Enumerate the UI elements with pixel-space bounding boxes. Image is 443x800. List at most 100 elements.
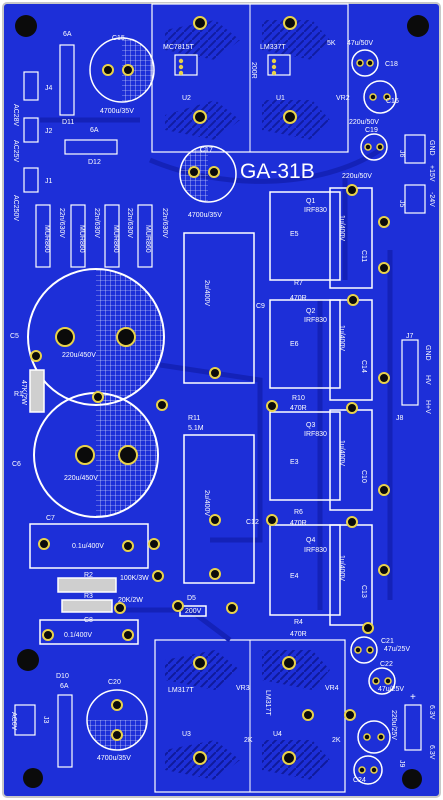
label-vr2: VR2 xyxy=(336,95,350,102)
label-j8: J8 xyxy=(396,415,404,422)
label-r2k1: 2K xyxy=(244,737,253,744)
label-c24: C24 xyxy=(353,777,366,784)
label-r4v: 470R xyxy=(290,631,307,638)
diode-row xyxy=(35,204,153,268)
label-c15v: 4700u/35V xyxy=(100,108,134,115)
capacitor-c15 xyxy=(89,37,155,103)
label-r200r: 200R xyxy=(250,62,257,79)
mounting-holes xyxy=(15,15,429,789)
label-d5: D5 xyxy=(187,595,196,602)
silkscreen-rotated: AC28V AC25V AC250V MUR860 MUR860 MUR860 … xyxy=(10,62,435,768)
label-r7: R7 xyxy=(294,280,303,287)
label-e4: E4 xyxy=(290,573,299,580)
label-c14v: 1u/400V xyxy=(338,325,345,351)
label-c6v: 220u/450V xyxy=(64,475,98,482)
label-q3: Q3 xyxy=(306,422,315,429)
label-r2v: 100K/3W xyxy=(120,575,149,582)
label-r11: R11 xyxy=(188,415,200,422)
mosfet-blocks xyxy=(269,187,373,626)
capacitor-c6 xyxy=(33,392,159,518)
label-r3: R3 xyxy=(84,593,93,600)
label-j2: J2 xyxy=(45,128,53,135)
label-c8v: 0.1/400V xyxy=(64,632,92,639)
label-c7v: 0.1u/400V xyxy=(72,543,104,550)
label-c21v: 47u/25V xyxy=(384,646,410,653)
label-vr4: VR4 xyxy=(325,685,339,692)
label-u1: LM337T xyxy=(260,44,286,51)
label-c18: C18 xyxy=(385,61,398,68)
small-capacitors xyxy=(350,49,397,785)
label-c2v: 22n/630V xyxy=(93,208,100,238)
label-d12: D12 xyxy=(88,159,101,166)
label-f6a3: 6A xyxy=(60,683,69,690)
label-j6: J6 xyxy=(398,150,405,158)
label-c14: C14 xyxy=(360,360,367,373)
label-c19: C19 xyxy=(365,127,378,134)
label-c10v: 1u/400V xyxy=(338,440,345,466)
film-capacitors xyxy=(183,232,255,584)
small-capacitor-pads xyxy=(354,59,392,774)
capacitor-c5 xyxy=(27,268,165,406)
label-ac6: AC6V xyxy=(10,712,17,731)
label-gnd1: GND xyxy=(424,345,431,361)
label-q4t: IRF830 xyxy=(304,547,327,554)
label-ac25: AC25V xyxy=(12,140,19,163)
label-u2: MC7815T xyxy=(163,44,194,51)
connectors-left xyxy=(14,44,118,768)
label-q3t: IRF830 xyxy=(304,431,327,438)
regulator-u1 xyxy=(267,16,297,124)
label-c8: C8 xyxy=(84,617,93,624)
label-r5k: 5K xyxy=(327,40,336,47)
label-j7: J7 xyxy=(406,333,414,340)
label-c11v: 1u/400V xyxy=(338,215,345,241)
label-c4v: 22n/630V xyxy=(161,208,168,238)
label-r1v: 47K/2W xyxy=(20,380,27,405)
label-c16v: 220u/50V xyxy=(349,119,379,126)
label-m24: -24V xyxy=(428,192,435,207)
label-j5: J5 xyxy=(398,200,405,208)
label-q2: Q2 xyxy=(306,308,315,315)
capacitor-c17 xyxy=(179,145,237,203)
label-u2ref: U2 xyxy=(182,95,191,102)
label-f6a: 6A xyxy=(63,31,72,38)
label-r2k2: 2K xyxy=(332,737,341,744)
label-j1: J1 xyxy=(45,178,53,185)
label-r6v: 470R xyxy=(290,520,307,527)
label-u3t: LM317T xyxy=(168,687,194,694)
label-e6: E6 xyxy=(290,341,299,348)
label-q2t: IRF830 xyxy=(304,317,327,324)
label-c10: C10 xyxy=(360,470,367,483)
label-c17v: 4700u/35V xyxy=(188,212,222,219)
label-d5v: 200V xyxy=(185,608,202,615)
label-c13: C13 xyxy=(360,585,367,598)
label-r1: R1 xyxy=(14,391,23,398)
label-d11: D11 xyxy=(62,119,74,126)
label-q4: Q4 xyxy=(306,537,315,544)
label-c6: C6 xyxy=(12,461,21,468)
label-j4: J4 xyxy=(45,85,53,92)
label-r4: R4 xyxy=(294,619,303,626)
label-f6a2: 6A xyxy=(90,127,99,134)
label-u4: U4 xyxy=(273,731,282,738)
label-c20: C20 xyxy=(108,679,121,686)
label-d10: D10 xyxy=(56,673,69,680)
label-ac250: AC250V xyxy=(12,195,19,221)
label-hv2: H+V xyxy=(424,400,431,414)
label-c13v: 1u/400V xyxy=(338,555,345,581)
label-r10v: 470R xyxy=(290,405,307,412)
label-r2: R2 xyxy=(84,572,93,579)
label-plus: + xyxy=(410,692,416,703)
label-c12: C12 xyxy=(246,519,259,526)
label-c9: C9 xyxy=(256,303,265,310)
board-title: GA-31B xyxy=(240,160,315,183)
label-c1v: 22n/630V xyxy=(58,208,65,238)
label-e5: E5 xyxy=(290,231,299,238)
label-hv: HV xyxy=(424,375,431,385)
capacitor-c20 xyxy=(86,689,148,751)
via-pads xyxy=(30,184,390,765)
label-c22: C22 xyxy=(380,661,393,668)
label-c12v: 2u/400V xyxy=(203,490,210,516)
label-c16: C16 xyxy=(386,98,399,105)
silkscreen-text: GA-31B MC7815T LM337T U2 U1 C15 4700u/35… xyxy=(10,31,416,784)
